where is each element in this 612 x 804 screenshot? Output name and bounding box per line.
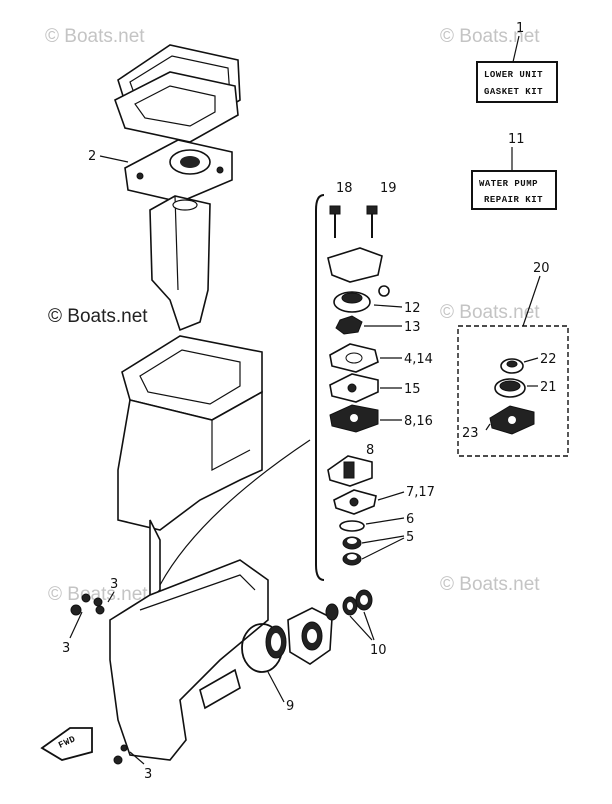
shaft-line [159,439,311,586]
callout-label: 4,14 [404,352,433,367]
callout-label: 13 [404,320,421,335]
callout-label: 18 [336,181,353,196]
fwd-arrow-icon: FWD [40,727,93,761]
callout-label: 2 [88,149,96,164]
watermark: © Boats.net [48,584,148,605]
callout-label: 21 [540,380,557,395]
callout-label: 15 [404,382,421,397]
callout-label: 8,16 [404,414,433,429]
drive-shaft-housing [149,195,211,332]
callout-label: 3 [62,641,70,656]
kit-20-group: 20 22 21 23 [457,261,569,457]
plate-8-16: 8,16 [329,404,433,433]
callout-label: 11 [508,132,525,147]
callout-label: 8 [366,443,374,458]
callout-label: 3 [144,767,152,782]
gasket-2: 2 [88,139,233,203]
callout-label: 23 [462,426,479,441]
bolt-19: 19 [366,181,397,238]
kit-title-line2: GASKET KIT [484,87,543,97]
watermark: © Boats.net [440,574,540,595]
callout-label: 5 [406,530,414,545]
callout-label: 9 [286,699,294,714]
kit-title-line1: WATER PUMP [479,179,538,189]
gasket-15: 15 [329,373,421,403]
prop-shaft-parts: 9 10 [241,589,387,714]
group-bracket [315,194,325,581]
callout-label: 1 [516,21,524,36]
plate-4-14: 4,14 [329,343,433,373]
watermark: © Boats.net [48,306,148,327]
bolt-18: 18 [329,181,353,238]
o-ring-6: 6 [339,512,414,532]
watermark: © Boats.net [45,26,145,47]
oil-seals-5: 5 [342,530,414,566]
lower-unit-gasket-kit-box: 1 LOWER UNIT GASKET KIT [476,21,558,103]
callout-label: 22 [540,352,557,367]
water-pump-repair-kit-box: 11 WATER PUMP REPAIR KIT [471,132,557,210]
callout-label: 12 [404,301,421,316]
upper-gasket-stack [114,44,241,143]
pump-housing [327,247,390,297]
kit-title-line2: REPAIR KIT [484,195,543,205]
watermark: © Boats.net [440,26,540,47]
impeller-13: 13 [335,315,421,335]
callout-label: 10 [370,643,387,658]
callout-label: 6 [406,512,414,527]
pump-base-8: 8 [327,443,374,487]
callout-label: 7,17 [406,485,435,500]
callout-label: 20 [533,261,550,276]
screws-3: 3 3 3 [62,577,152,782]
insert-cartridge-12: 12 [333,291,421,316]
kit-title-line1: LOWER UNIT [484,70,543,80]
callout-label: 3 [110,577,118,592]
lower-casing [109,390,269,761]
callout-label: 19 [380,181,397,196]
watermark: © Boats.net [440,302,540,323]
gasket-7-17: 7,17 [333,485,435,515]
